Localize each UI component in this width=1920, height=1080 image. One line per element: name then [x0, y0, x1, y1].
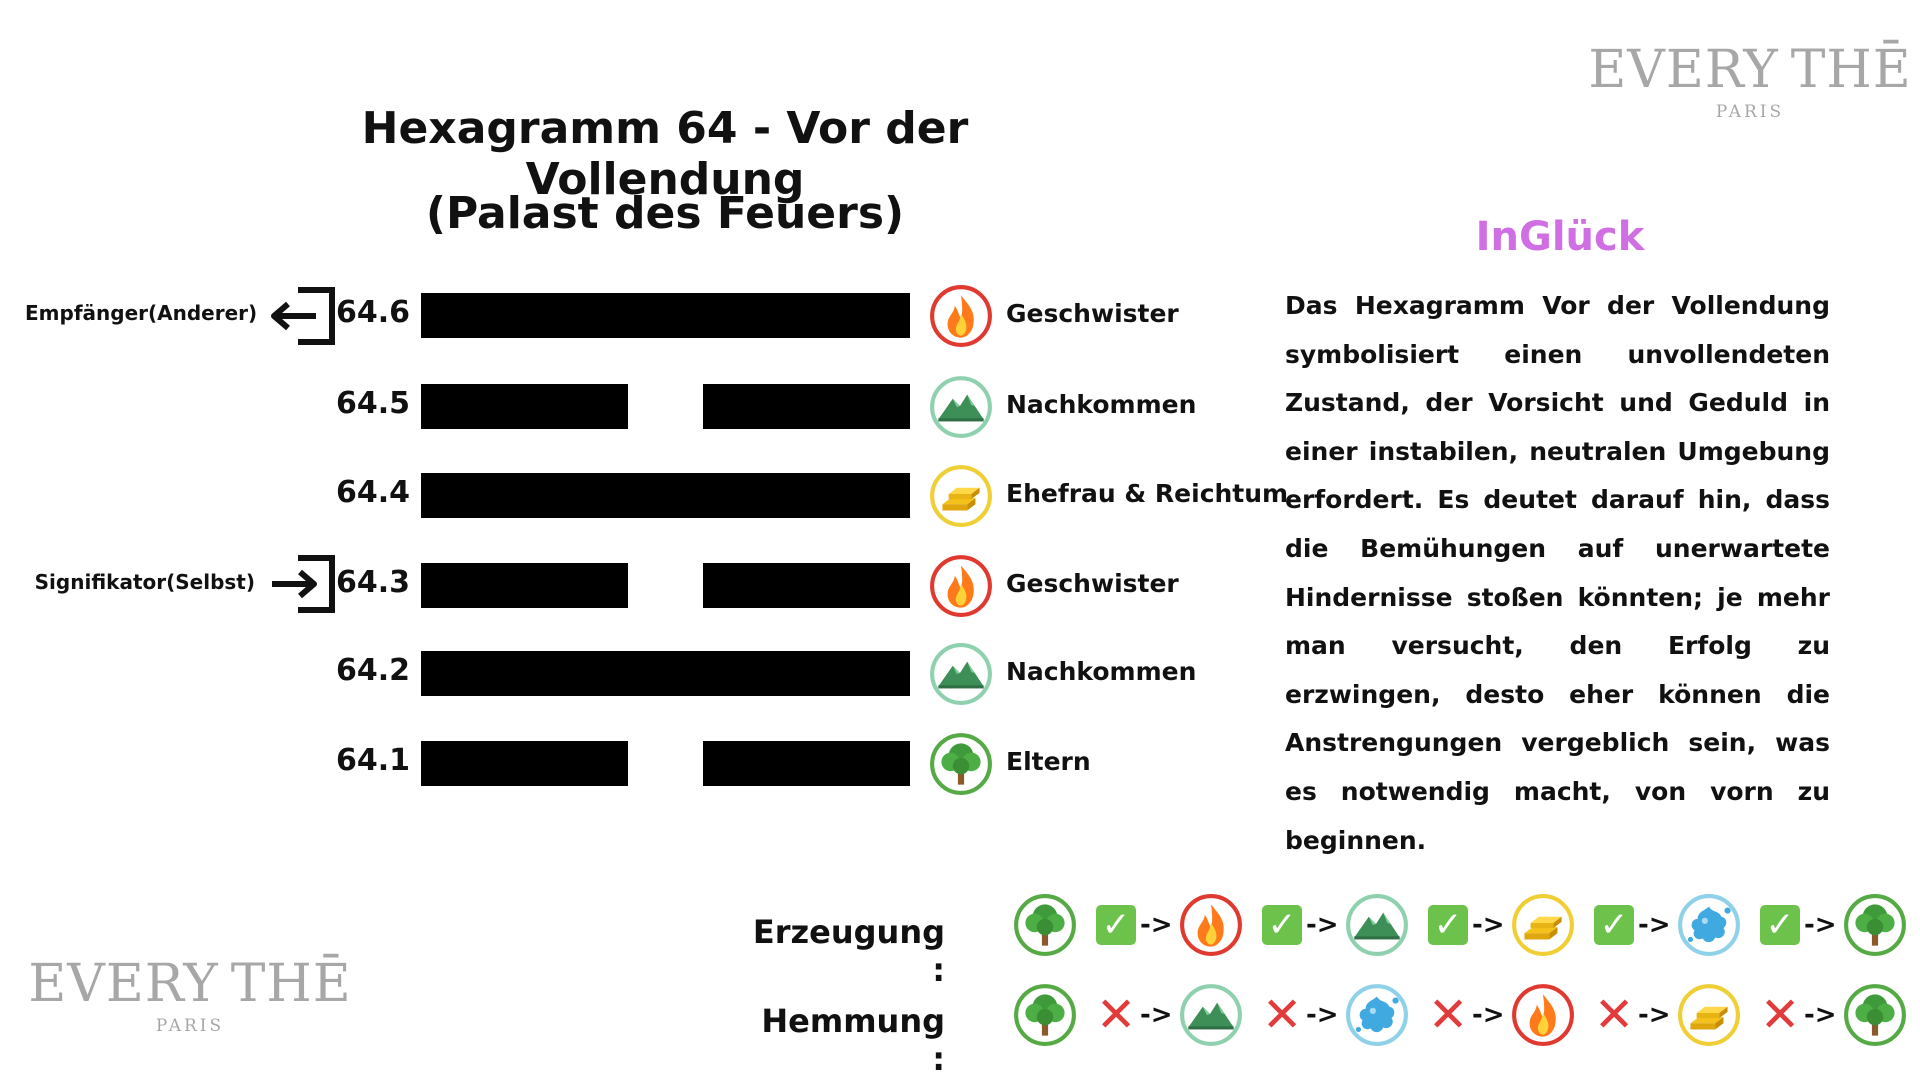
line-number: 64.2: [335, 653, 410, 688]
cross-icon: ✕: [1096, 987, 1137, 1043]
earth-icon: [928, 641, 994, 711]
logo-word-left: EVERY: [1588, 40, 1779, 100]
cross-icon: ✕: [1262, 987, 1303, 1043]
line-number: 64.1: [335, 743, 410, 778]
exit-arrow-icon: [271, 287, 335, 345]
fortune-heading: InGlück: [1475, 214, 1645, 260]
arrow-icon: ->: [1638, 910, 1671, 940]
line-number: 64.3: [335, 565, 410, 600]
arrow-icon: ->: [1638, 1000, 1671, 1030]
fire-icon: [1510, 982, 1576, 1052]
fire-icon: [928, 553, 994, 623]
brand-logo-top: EVERY THĒ PARIS: [1588, 40, 1910, 122]
yin-line-segment: [421, 741, 628, 786]
check-icon: ✓: [1760, 905, 1800, 945]
arrow-icon: ->: [1804, 910, 1837, 940]
relation-label: Eltern: [1006, 747, 1091, 776]
check-icon: ✓: [1262, 905, 1302, 945]
generation-label: Erzeugung :: [752, 913, 945, 989]
yang-line-bar: [421, 473, 910, 518]
receiver-label: Empfänger(Anderer): [25, 301, 258, 325]
water-icon: [1676, 892, 1742, 962]
cross-icon: ✕: [1428, 987, 1469, 1043]
enter-arrow-icon: [272, 555, 335, 613]
logo-city: PARIS: [1715, 102, 1785, 122]
arrow-icon: ->: [1472, 1000, 1505, 1030]
cross-icon: ✕: [1760, 987, 1801, 1043]
brand-logo-bottom: EVERY THĒ PARIS: [28, 954, 350, 1036]
metal-icon: [1676, 982, 1742, 1052]
line-number: 64.5: [335, 386, 410, 421]
arrow-icon: ->: [1306, 1000, 1339, 1030]
logo-city: PARIS: [155, 1016, 225, 1036]
yin-line-segment: [703, 563, 910, 608]
logo-word-right: THĒ: [230, 954, 352, 1014]
yin-line-segment: [703, 741, 910, 786]
wood-icon: [1012, 982, 1078, 1052]
inhibition-label: Hemmung :: [761, 1002, 945, 1078]
relation-label: Nachkommen: [1006, 390, 1197, 419]
fire-icon: [1178, 892, 1244, 962]
arrow-icon: ->: [1472, 910, 1505, 940]
yin-line-segment: [421, 384, 628, 429]
relation-label: Nachkommen: [1006, 657, 1197, 686]
logo-word-left: EVERY: [28, 954, 219, 1014]
relation-label: Ehefrau & Reichtum: [1006, 479, 1289, 508]
wood-icon: [1012, 892, 1078, 962]
check-icon: ✓: [1594, 905, 1634, 945]
water-icon: [1344, 982, 1410, 1052]
wood-icon: [928, 731, 994, 801]
yin-line-segment: [703, 384, 910, 429]
metal-icon: [1510, 892, 1576, 962]
arrow-icon: ->: [1140, 910, 1173, 940]
wood-icon: [1842, 982, 1908, 1052]
line-number: 64.4: [335, 475, 410, 510]
check-icon: ✓: [1428, 905, 1468, 945]
fortune-description: Das Hexagramm Vor der Vollendung symboli…: [1285, 291, 1830, 855]
arrow-icon: ->: [1804, 1000, 1837, 1030]
metal-icon: [928, 463, 994, 533]
wood-icon: [1842, 892, 1908, 962]
yin-line-segment: [421, 563, 628, 608]
page-title: Hexagramm 64 - Vor der Vollendung: [361, 103, 969, 205]
logo-word-right: THĒ: [1790, 40, 1912, 100]
fire-icon: [928, 283, 994, 353]
earth-icon: [1178, 982, 1244, 1052]
yang-line-bar: [421, 293, 910, 338]
relation-label: Geschwister: [1006, 569, 1179, 598]
arrow-icon: ->: [1140, 1000, 1173, 1030]
arrow-icon: ->: [1306, 910, 1339, 940]
yang-line-bar: [421, 651, 910, 696]
signifier-label: Signifikator(Selbst): [34, 570, 255, 594]
earth-icon: [1344, 892, 1410, 962]
page-subtitle: (Palast des Feuers): [425, 188, 905, 239]
earth-icon: [928, 374, 994, 444]
relation-label: Geschwister: [1006, 299, 1179, 328]
line-number: 64.6: [335, 295, 410, 330]
cross-icon: ✕: [1594, 987, 1635, 1043]
check-icon: ✓: [1096, 905, 1136, 945]
